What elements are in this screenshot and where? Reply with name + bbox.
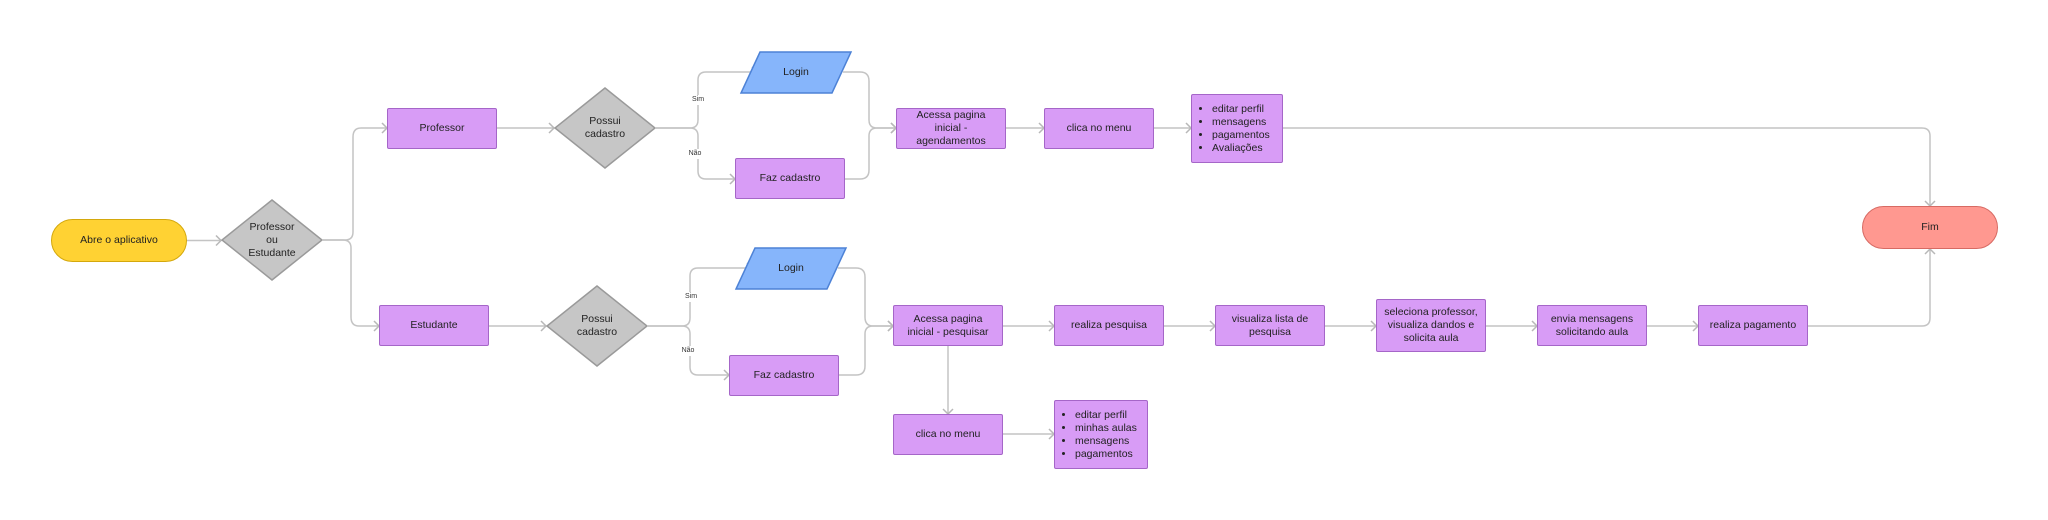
edge-prof-signup-to-home <box>845 127 896 180</box>
role-decision[interactable]: Professor ou Estudante <box>220 199 324 281</box>
role-decision-line-1: Professor <box>249 220 295 233</box>
list-item: Avaliações <box>1212 142 1270 155</box>
estudante-home-node[interactable]: Acessa pagina inicial - pesquisar <box>893 305 1003 346</box>
list-item: minhas aulas <box>1075 422 1137 435</box>
estudante-send-message-label: envia mensagens solicitando aula <box>1550 312 1634 338</box>
estudante-login-io[interactable]: Login <box>734 247 848 290</box>
list-item: mensagens <box>1212 116 1270 129</box>
estudante-signup-node[interactable]: Faz cadastro <box>729 355 839 396</box>
professor-menu-node[interactable]: clica no menu <box>1044 108 1154 149</box>
professor-node[interactable]: Professor <box>387 108 497 149</box>
list-item: pagamentos <box>1212 129 1270 142</box>
estudante-has-account-line-1: Possui <box>581 313 613 325</box>
estudante-login-label: Login <box>778 262 804 274</box>
arrowhead-icon <box>1924 247 1936 255</box>
edge-role-to-estudante <box>323 239 379 327</box>
end-terminal[interactable]: Fim <box>1862 206 1998 249</box>
edge-label-professor-no: Não <box>686 149 704 159</box>
estudante-has-account-label: Possui cadastro <box>546 285 648 367</box>
professor-has-account-line-1: Possui <box>589 115 621 127</box>
estudante-view-list-node[interactable]: visualiza lista de pesquisa <box>1215 305 1325 346</box>
role-decision-label: Professor ou Estudante <box>221 199 323 281</box>
estudante-signup-label: Faz cadastro <box>753 369 815 381</box>
edge-est-payment-to-end <box>1808 249 1931 327</box>
estudante-menu-options-list: editar perfil minhas aulas mensagens pag… <box>1061 409 1137 461</box>
decision-diamond-shape <box>220 199 324 281</box>
io-parallelogram-shape <box>739 51 853 94</box>
professor-login-label: Login <box>783 66 809 78</box>
end-label: Fim <box>1921 221 1939 233</box>
professor-menu-options-list: editar perfil mensagens pagamentos Avali… <box>1198 103 1270 155</box>
professor-signup-node[interactable]: Faz cadastro <box>735 158 845 199</box>
estudante-menu-label: clica no menu <box>915 428 981 440</box>
edge-prof-options-to-end <box>1283 127 1931 206</box>
edge-label-estudante-yes: Sim <box>682 292 700 302</box>
estudante-payment-label: realiza pagamento <box>1709 319 1797 331</box>
professor-has-account-label: Possui cadastro <box>554 87 656 169</box>
edge-label-estudante-no: Não <box>679 346 697 356</box>
edge-est-signup-to-home <box>839 325 893 376</box>
edge-label-professor-yes: Sim <box>689 95 707 105</box>
list-item: mensagens <box>1075 435 1137 448</box>
estudante-select-professor-label: seleciona professor, visualiza dandos e … <box>1384 306 1478 344</box>
professor-home-node[interactable]: Acessa pagina inicial - agendamentos <box>896 108 1006 149</box>
estudante-has-account-decision[interactable]: Possui cadastro <box>545 285 649 367</box>
professor-login-io[interactable]: Login <box>739 51 853 94</box>
estudante-payment-node[interactable]: realiza pagamento <box>1698 305 1808 346</box>
estudante-menu-options[interactable]: editar perfil minhas aulas mensagens pag… <box>1054 400 1148 469</box>
start-terminal[interactable]: Abre o aplicativo <box>51 219 187 262</box>
estudante-menu-node[interactable]: clica no menu <box>893 414 1003 455</box>
estudante-node[interactable]: Estudante <box>379 305 489 346</box>
start-label: Abre o aplicativo <box>80 234 158 246</box>
professor-has-account-line-2: cadastro <box>584 128 626 140</box>
list-item: editar perfil <box>1212 103 1270 116</box>
decision-diamond-shape <box>545 285 649 367</box>
role-decision-line-2: ou <box>266 233 278 246</box>
role-decision-line-3: Estudante <box>248 246 296 259</box>
io-parallelogram-shape <box>734 247 848 290</box>
estudante-search-node[interactable]: realiza pesquisa <box>1054 305 1164 346</box>
professor-home-label: Acessa pagina inicial - agendamentos <box>916 109 986 147</box>
professor-has-account-decision[interactable]: Possui cadastro <box>553 87 657 169</box>
estudante-has-account-line-2: cadastro <box>576 326 618 338</box>
estudante-select-professor-node[interactable]: seleciona professor, visualiza dandos e … <box>1376 299 1486 352</box>
professor-menu-options[interactable]: editar perfil mensagens pagamentos Avali… <box>1191 94 1283 163</box>
estudante-send-message-node[interactable]: envia mensagens solicitando aula <box>1537 305 1647 346</box>
professor-signup-label: Faz cadastro <box>759 172 821 184</box>
list-item: pagamentos <box>1075 448 1137 461</box>
estudante-label: Estudante <box>410 319 458 331</box>
edge-role-to-professor <box>323 127 387 241</box>
estudante-search-label: realiza pesquisa <box>1071 319 1147 331</box>
decision-diamond-shape <box>553 87 657 169</box>
professor-menu-label: clica no menu <box>1066 122 1132 134</box>
list-item: editar perfil <box>1075 409 1137 422</box>
estudante-view-list-label: visualiza lista de pesquisa <box>1231 312 1309 338</box>
estudante-home-label: Acessa pagina inicial - pesquisar <box>907 312 989 338</box>
professor-label: Professor <box>419 122 465 134</box>
